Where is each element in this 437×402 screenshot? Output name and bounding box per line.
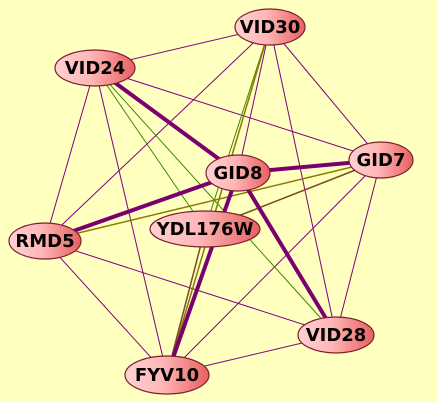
node-label: RMD5 [15,231,74,252]
edge-gid8-vid28 [236,171,338,337]
edge-gid8-rmd5 [44,171,239,243]
node-label: YDL176W [156,219,254,240]
edge-vid30-gid8 [237,26,271,174]
node-shape [205,154,271,192]
edge-gid7-vid28 [335,159,382,336]
edge-vid30-fyv10 [166,26,271,376]
node-vid30[interactable]: VID30 [234,8,306,46]
node-shape [297,316,375,354]
edge-gid7-fyv10 [166,159,382,376]
node-label: VID30 [240,17,301,38]
edge-gid8-fyv10 [165,172,240,376]
node-shape [124,355,210,395]
node-label: VID28 [306,325,367,346]
node-shape [348,141,414,179]
edge-gid7-rmd5 [44,159,382,242]
edge-rmd5-fyv10 [44,240,168,376]
node-label: GID8 [214,163,263,184]
edge-vid24-gid7 [94,67,382,161]
edge-vid30-ydl176w [204,26,271,230]
node-label: GID7 [357,150,406,171]
edge-vid24-fyv10 [94,67,168,376]
node-vid28[interactable]: VID28 [297,316,375,354]
edge-vid30-vid28 [269,26,337,336]
edge-vid30-gid7 [269,26,382,161]
edge-ydl176w-fyv10 [166,228,206,376]
node-vid24[interactable]: VID24 [54,49,136,87]
edge-vid24-gid8 [93,66,240,175]
node-gid8[interactable]: GID8 [205,154,271,192]
node-rmd5[interactable]: RMD5 [8,222,82,260]
node-label: VID24 [65,58,126,79]
node-ydl176w[interactable]: YDL176W [149,210,261,248]
edge-layer [44,26,382,376]
edge-vid24-vid28 [94,67,337,336]
node-label: FYV10 [135,365,199,386]
node-shape [149,210,261,248]
edge-vid30-rmd5 [44,26,271,242]
node-fyv10[interactable]: FYV10 [124,355,210,395]
edge-vid24-ydl176w [94,67,206,230]
node-shape [234,8,306,46]
node-shape [8,222,82,260]
node-shape [54,49,136,87]
edge-vid24-rmd5 [44,67,96,242]
node-gid7[interactable]: GID7 [348,141,414,179]
edge-rmd5-vid28 [44,240,337,336]
